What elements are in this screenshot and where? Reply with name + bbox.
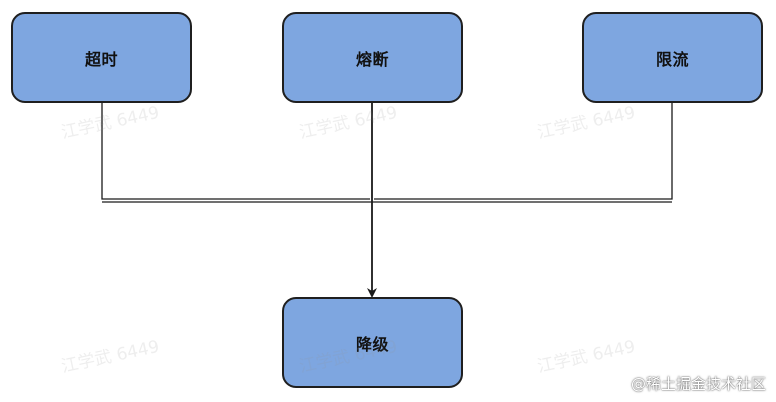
node-degrade-label: 降级 xyxy=(355,334,389,354)
edge-limit xyxy=(374,103,673,200)
node-circuit-breaker: 熔断 xyxy=(282,12,463,103)
source-credit: @稀土掘金技术社区 xyxy=(630,375,766,393)
node-timeout-label: 超时 xyxy=(84,49,118,69)
node-rate-limit: 限流 xyxy=(582,12,763,103)
node-circuit-breaker-label: 熔断 xyxy=(355,49,389,69)
node-rate-limit-label: 限流 xyxy=(655,49,689,69)
node-degrade: 降级 xyxy=(282,297,463,388)
edge-timeout xyxy=(101,103,370,200)
node-timeout: 超时 xyxy=(11,12,192,103)
